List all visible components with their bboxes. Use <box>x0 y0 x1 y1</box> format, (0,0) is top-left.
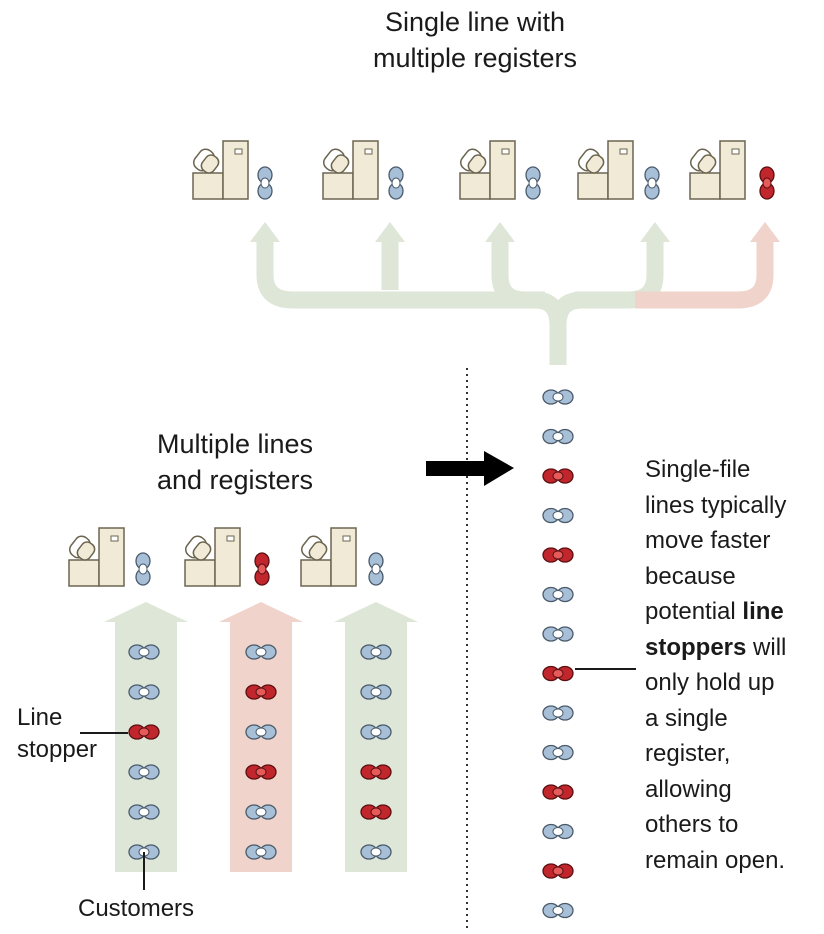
customer <box>542 902 574 919</box>
customer <box>542 744 574 761</box>
customer <box>542 823 574 840</box>
explanation-line-7: only hold up <box>645 669 775 696</box>
explanation-line-6-post: will <box>746 633 787 661</box>
cashier-icon <box>368 552 384 586</box>
line-stopper-label-line1: Line <box>17 704 63 731</box>
flow-arrowhead-1 <box>250 222 280 242</box>
explanation-line-6: stoppers will <box>645 630 786 666</box>
explanation-line-4: because <box>645 562 736 590</box>
single-line-title-line1: Single line with <box>384 7 566 37</box>
flow-column-1 <box>115 620 177 872</box>
flow-column-2-head <box>219 602 303 622</box>
bottom-registers <box>66 527 384 587</box>
flow-column-1-head <box>104 602 188 622</box>
line-stopper-customer <box>542 665 574 682</box>
multi-line-flow-arrows <box>104 602 418 872</box>
flow-trunk <box>534 291 583 365</box>
flow-arrowhead-2 <box>375 222 405 242</box>
register-icon <box>320 140 379 200</box>
flow-branch-3 <box>491 240 540 309</box>
explanation-line-11: others to <box>645 811 739 838</box>
register-icon <box>182 527 241 587</box>
single-line-title: Single line with multiple registers <box>330 4 620 76</box>
single-line-flow-arrows <box>250 222 780 365</box>
flow-column-3-head <box>334 602 418 622</box>
customer <box>542 705 574 721</box>
explanation-line-8: a single <box>645 704 728 732</box>
register-icon <box>66 527 125 587</box>
multiple-lines-title-line2: and registers <box>156 465 314 495</box>
comparison-arrow <box>426 451 514 486</box>
cashier-stopper-icon <box>254 552 270 586</box>
explanation-text: Single-file lines typically move faster … <box>645 452 786 878</box>
flow-column-3 <box>345 620 407 872</box>
customer <box>542 586 574 603</box>
cashier-icon <box>135 552 151 586</box>
explanation-line-6-bold: stoppers <box>645 633 747 661</box>
cashier-icon <box>525 166 541 200</box>
register-icon <box>298 527 357 587</box>
flow-branch-4 <box>575 240 664 309</box>
top-registers <box>190 140 775 200</box>
single-queue <box>542 389 574 919</box>
line-stopper-label: Line stopper <box>17 702 97 766</box>
customer <box>542 626 574 642</box>
flow-column-2 <box>230 620 292 872</box>
flow-arrowhead-5 <box>750 222 780 242</box>
flow-arrowhead-4 <box>640 222 670 242</box>
register-icon <box>457 140 516 200</box>
customer <box>542 389 574 405</box>
explanation-line-5-bold: line <box>742 598 784 625</box>
explanation-line-1: Single-file <box>645 456 751 483</box>
cashier-stopper-icon <box>759 166 775 200</box>
flow-arrowhead-3 <box>485 222 515 242</box>
cashier-icon <box>388 166 404 200</box>
customer <box>542 507 574 524</box>
line-stopper-customer <box>542 863 574 879</box>
explanation-line-12: remain open. <box>645 846 786 874</box>
line-stopper-label-line2: stopper <box>17 736 98 763</box>
explanation-line-3: move faster <box>645 527 771 554</box>
line-stopper-customer <box>542 784 574 800</box>
explanation-line-10: allowing <box>645 775 732 803</box>
line-stopper-customer <box>542 547 574 563</box>
customers-label: Customers <box>78 895 195 922</box>
single-line-title-line2: multiple registers <box>372 43 578 73</box>
register-icon <box>190 140 249 200</box>
cashier-icon <box>257 166 273 200</box>
customer <box>542 428 574 445</box>
explanation-line-5: potential line <box>645 594 786 630</box>
multiple-lines-title-line1: Multiple lines <box>156 429 314 459</box>
register-icon <box>687 140 746 200</box>
explanation-line-2: lines typically <box>645 491 787 519</box>
flow-branch-1 <box>256 240 545 309</box>
explanation-line-5-pre: potential <box>645 598 743 625</box>
register-icon <box>575 140 634 200</box>
multiple-lines-title: Multiple lines and registers <box>110 426 360 498</box>
explanation-line-9: register, <box>645 740 731 767</box>
flow-branch-5-red <box>635 240 774 309</box>
line-stopper-customer <box>542 468 574 484</box>
cashier-icon <box>644 166 660 200</box>
